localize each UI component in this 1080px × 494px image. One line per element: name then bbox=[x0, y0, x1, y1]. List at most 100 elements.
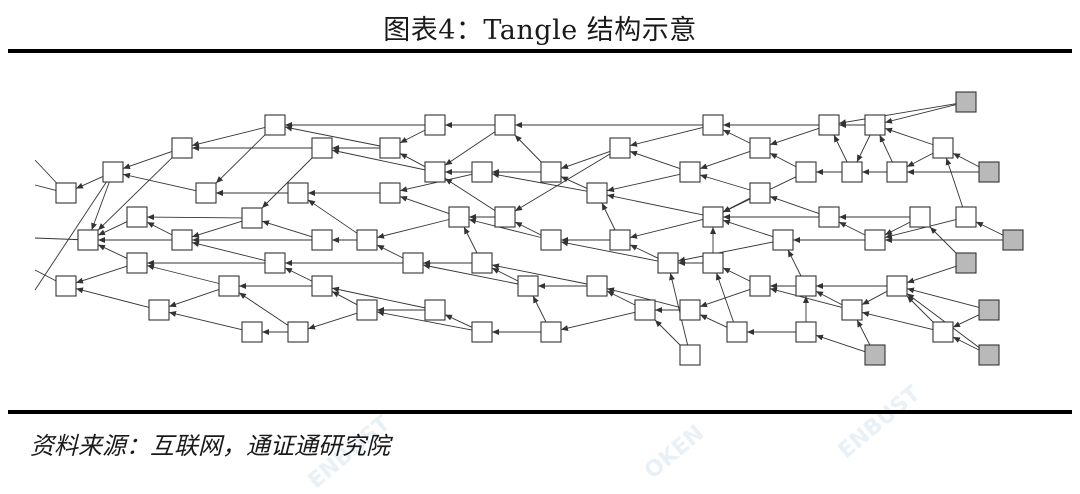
tip-transaction-node bbox=[955, 91, 977, 113]
approval-edge bbox=[331, 286, 426, 309]
transaction-node bbox=[148, 299, 170, 321]
approval-edge bbox=[215, 134, 266, 184]
transaction-node bbox=[886, 161, 908, 183]
approval-edge bbox=[606, 173, 681, 193]
approval-edge bbox=[787, 249, 802, 277]
approval-edge bbox=[560, 176, 588, 189]
approval-edge bbox=[238, 292, 289, 326]
approval-edge bbox=[444, 314, 473, 328]
approval-edge bbox=[952, 152, 980, 168]
approval-edge bbox=[284, 125, 381, 147]
approval-edge bbox=[654, 319, 681, 346]
transaction-node bbox=[517, 275, 539, 297]
nodes-layer bbox=[55, 91, 1024, 366]
approval-edge bbox=[191, 220, 243, 238]
approval-edge bbox=[906, 152, 934, 168]
transaction-node bbox=[586, 182, 608, 204]
approval-edge bbox=[376, 310, 473, 331]
transaction-node bbox=[932, 137, 954, 159]
transaction-node bbox=[864, 229, 886, 251]
approval-edge bbox=[331, 148, 426, 171]
transaction-node bbox=[287, 182, 309, 204]
approval-edge bbox=[699, 174, 751, 191]
transaction-node bbox=[241, 207, 263, 229]
transaction-node bbox=[356, 229, 378, 251]
transaction-node bbox=[356, 299, 378, 321]
approval-edge bbox=[376, 219, 450, 239]
approval-edge bbox=[91, 181, 110, 231]
transaction-node bbox=[726, 321, 748, 343]
approval-edge bbox=[929, 226, 957, 254]
transaction-node bbox=[448, 206, 470, 228]
transaction-node bbox=[218, 275, 240, 297]
approval-edge bbox=[815, 334, 866, 353]
approval-edge bbox=[191, 241, 266, 261]
transaction-node bbox=[471, 161, 493, 183]
transaction-node bbox=[864, 114, 886, 136]
transaction-node bbox=[818, 114, 840, 136]
transaction-node bbox=[494, 114, 516, 136]
transaction-node bbox=[634, 299, 656, 321]
transaction-node bbox=[795, 161, 817, 183]
transaction-node bbox=[424, 114, 446, 136]
approval-edge bbox=[884, 104, 957, 124]
approval-edge bbox=[444, 178, 496, 211]
approval-edge bbox=[669, 272, 689, 346]
approval-edge bbox=[722, 267, 751, 282]
approval-edge bbox=[560, 151, 611, 170]
approval-edge bbox=[146, 264, 220, 284]
transaction-node bbox=[424, 161, 446, 183]
approval-edge bbox=[284, 267, 313, 282]
transaction-node bbox=[311, 229, 333, 251]
approval-edge bbox=[491, 267, 519, 282]
approval-edge bbox=[769, 127, 820, 146]
approval-edge bbox=[833, 134, 848, 163]
approval-edge bbox=[34, 159, 57, 184]
transaction-node bbox=[540, 229, 562, 251]
approval-edge bbox=[97, 244, 128, 259]
approval-edge bbox=[906, 265, 957, 284]
approval-edge bbox=[168, 289, 220, 308]
edges-layer bbox=[34, 103, 1004, 353]
transaction-node bbox=[379, 137, 401, 159]
approval-edge bbox=[861, 290, 888, 306]
transaction-node bbox=[55, 182, 77, 204]
approval-edge bbox=[307, 199, 358, 234]
transaction-node bbox=[471, 252, 493, 274]
approval-edge bbox=[606, 287, 681, 308]
transaction-node bbox=[841, 161, 863, 183]
transaction-node bbox=[55, 275, 77, 297]
approval-edge bbox=[606, 290, 636, 306]
approval-edge bbox=[769, 152, 797, 168]
approval-edge bbox=[722, 129, 751, 144]
approval-edge bbox=[856, 319, 871, 346]
transaction-node bbox=[702, 252, 724, 274]
approval-edge bbox=[261, 157, 313, 209]
approval-edge bbox=[838, 103, 957, 126]
transaction-node bbox=[241, 321, 263, 343]
approval-edge bbox=[856, 134, 871, 163]
transaction-node bbox=[702, 114, 724, 136]
transaction-node bbox=[679, 161, 701, 183]
approval-edge bbox=[884, 221, 911, 236]
transaction-node bbox=[702, 206, 724, 228]
approval-edge bbox=[906, 287, 980, 308]
approval-edge bbox=[491, 263, 588, 285]
approval-edge bbox=[75, 287, 150, 308]
approval-edge bbox=[168, 311, 243, 331]
approval-edge bbox=[861, 311, 934, 331]
transaction-node bbox=[540, 161, 562, 183]
approval-edge bbox=[34, 184, 57, 191]
approval-edge bbox=[75, 265, 128, 284]
approval-edge bbox=[945, 157, 964, 208]
approval-edge bbox=[122, 172, 197, 192]
source-note: 资料来源：互联网，通证通研究院 bbox=[30, 432, 390, 460]
approval-edge bbox=[699, 314, 728, 328]
transaction-node bbox=[772, 229, 794, 251]
transaction-node bbox=[909, 206, 931, 228]
transaction-node bbox=[287, 321, 309, 343]
transaction-node bbox=[311, 137, 333, 159]
tangle-diagram bbox=[34, 91, 1024, 366]
approval-edge bbox=[444, 131, 496, 166]
tip-transaction-node bbox=[978, 161, 1000, 183]
